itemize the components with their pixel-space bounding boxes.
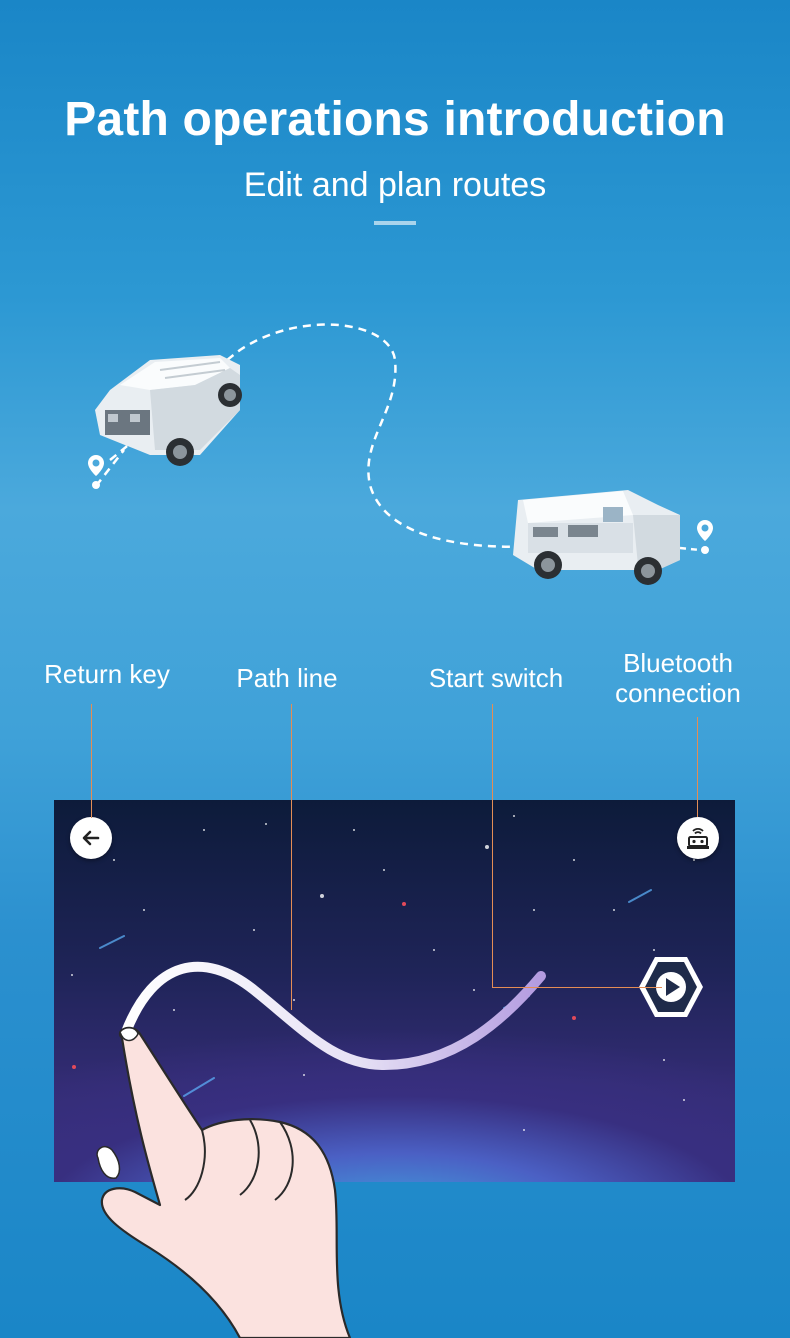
app-screen [54,800,735,1182]
callout-line-start-horizontal [492,987,662,988]
start-switch-button[interactable] [637,953,705,1021]
callout-bluetooth-line1: Bluetooth [623,648,733,678]
location-pin-icon [88,455,104,489]
car-right [513,490,680,585]
location-pin-icon [697,520,713,554]
car-left [95,355,242,466]
callout-bluetooth: Bluetooth connection [598,648,758,708]
bluetooth-robot-icon [687,828,709,849]
route-illustration [88,323,713,585]
callout-start-switch: Start switch [428,663,564,693]
dashed-route [109,323,541,549]
arrow-left-icon [82,830,100,846]
callout-path-line: Path line [236,663,338,693]
callout-line-path [291,704,292,1010]
back-button[interactable] [70,817,112,859]
bluetooth-button[interactable] [677,817,719,859]
page-title: Path operations introduction [64,93,726,146]
page-subtitle: Edit and plan routes [243,166,547,204]
drawn-path-line [121,961,546,1071]
title-divider [374,221,416,225]
pointing-hand [96,1026,352,1338]
callout-line-start [492,704,493,988]
starfield [71,815,695,1131]
callout-return-key: Return key [44,659,170,689]
play-icon [639,957,703,1017]
callout-bluetooth-line2: connection [615,678,741,708]
callout-line-return [91,704,92,818]
callout-line-bluetooth [697,717,698,817]
